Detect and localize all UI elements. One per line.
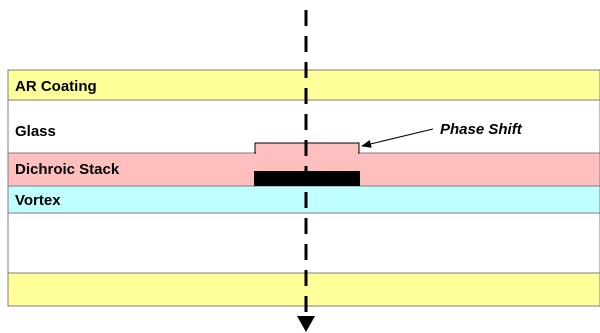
beam-arrowhead [297,316,315,332]
vortex-layer [7,185,600,214]
substrate-layer [7,212,600,274]
glass-label: Glass [15,123,56,140]
phase-shift-arrow [361,128,434,148]
ar-coating-label: AR Coating [15,78,97,95]
phase-shift-label: Phase Shift [440,121,523,138]
dichroic-stack-label: Dichroic Stack [15,161,120,178]
ar-coating-layer [7,69,600,101]
bottom-coating-layer [7,272,600,307]
vortex-label: Vortex [15,192,61,209]
